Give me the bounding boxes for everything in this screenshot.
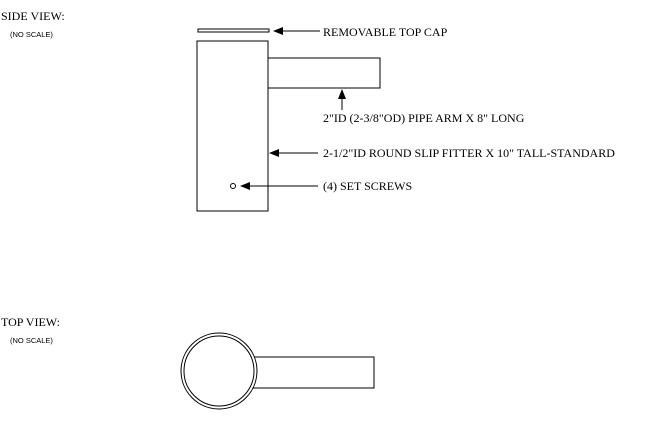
top-cap-shape xyxy=(197,28,270,33)
top-cap-label: REMOVABLE TOP CAP xyxy=(323,25,448,39)
slip-fitter-arrowhead xyxy=(269,149,279,157)
top-view-fitter-inner xyxy=(183,335,255,407)
side-view-title: SIDE VIEW: xyxy=(1,9,65,23)
top-view: TOP VIEW: (NO SCALE) xyxy=(1,315,375,410)
set-screws-arrowhead xyxy=(240,182,250,190)
pipe-arm-shape xyxy=(267,57,381,89)
pipe-arm-label: 2"ID (2-3/8"OD) PIPE ARM X 8" LONG xyxy=(323,111,525,125)
top-view-scale-note: (NO SCALE) xyxy=(10,336,53,345)
set-screws-label: (4) SET SCREWS xyxy=(323,179,412,193)
set-screw-shape xyxy=(230,183,236,189)
top-cap-arrowhead xyxy=(273,27,283,35)
slip-fitter-label: 2-1/2"ID ROUND SLIP FITTER X 10" TALL-ST… xyxy=(323,146,615,160)
side-view-scale-note: (NO SCALE) xyxy=(10,30,53,39)
top-view-title: TOP VIEW: xyxy=(1,315,60,329)
slip-fitter-body xyxy=(196,40,269,212)
top-view-pipe-arm xyxy=(247,356,375,389)
pipe-arm-arrowhead xyxy=(338,89,346,99)
side-view: SIDE VIEW: (NO SCALE) REMOVABLE TOP CAP … xyxy=(1,9,615,212)
